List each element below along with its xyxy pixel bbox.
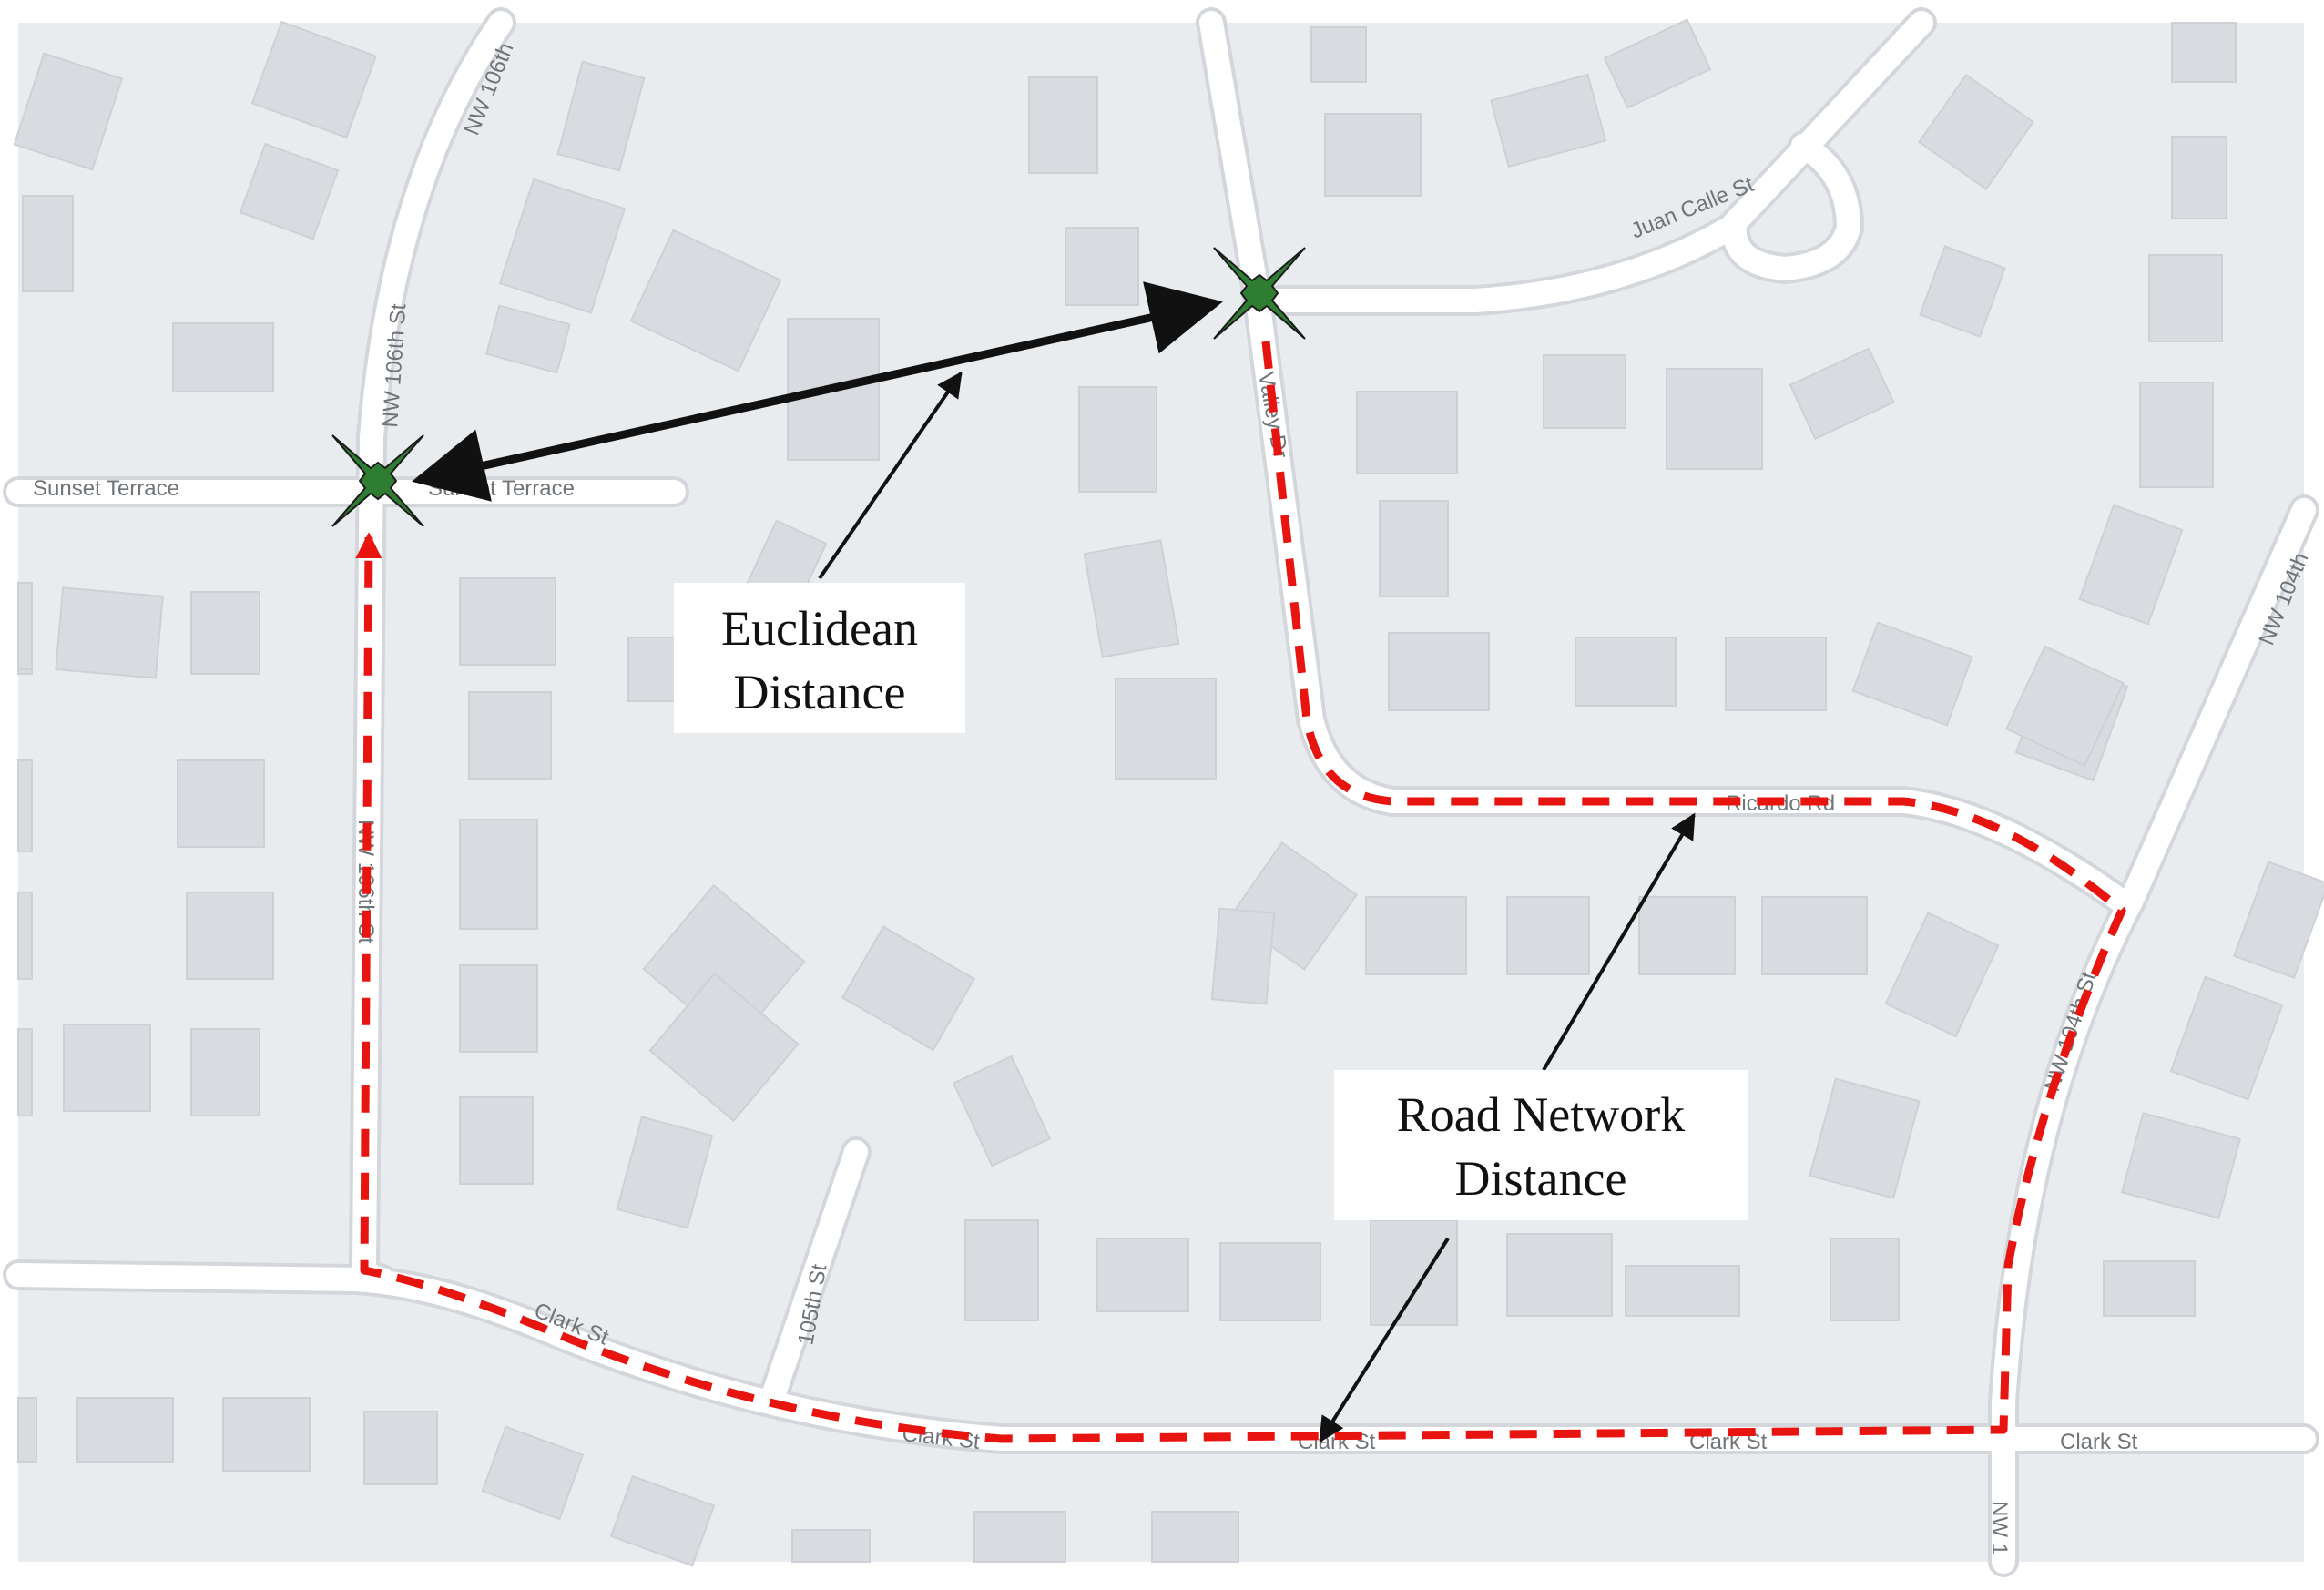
euclidean-arrow (412, 281, 1223, 502)
street-label-nw-bottom: NW 1 (1987, 1501, 2012, 1555)
star-cross-icon (1213, 247, 1306, 340)
network-callout-box (1334, 1070, 1748, 1220)
route-dashed-path (355, 341, 2126, 1443)
network-callout-line-2: Distance (1455, 1151, 1627, 1206)
euclidean-callout: Euclidean Distance (674, 583, 965, 733)
star-cross-icon (331, 434, 424, 527)
network-callout-line-1: Road Network (1397, 1087, 1685, 1142)
street-label-clark-5: Clark St (2060, 1430, 2138, 1454)
network-callout: Road Network Distance (1334, 1070, 1748, 1220)
start-marker (331, 434, 424, 527)
euclidean-pointer-arrow (818, 371, 963, 580)
network-pointer-arrow-top (1542, 812, 1696, 1072)
end-marker (1213, 247, 1306, 340)
street-label-sunset-terrace-east: Sunset Terrace (428, 476, 575, 501)
euclidean-callout-line-1: Euclidean (721, 601, 918, 656)
network-pointer-arrow-bottom (1319, 1237, 1450, 1443)
street-label-sunset-terrace-west: Sunset Terrace (33, 476, 179, 501)
road-network-route (355, 341, 2126, 1443)
euclidean-callout-box (674, 583, 965, 733)
euclidean-callout-line-2: Distance (734, 665, 906, 719)
